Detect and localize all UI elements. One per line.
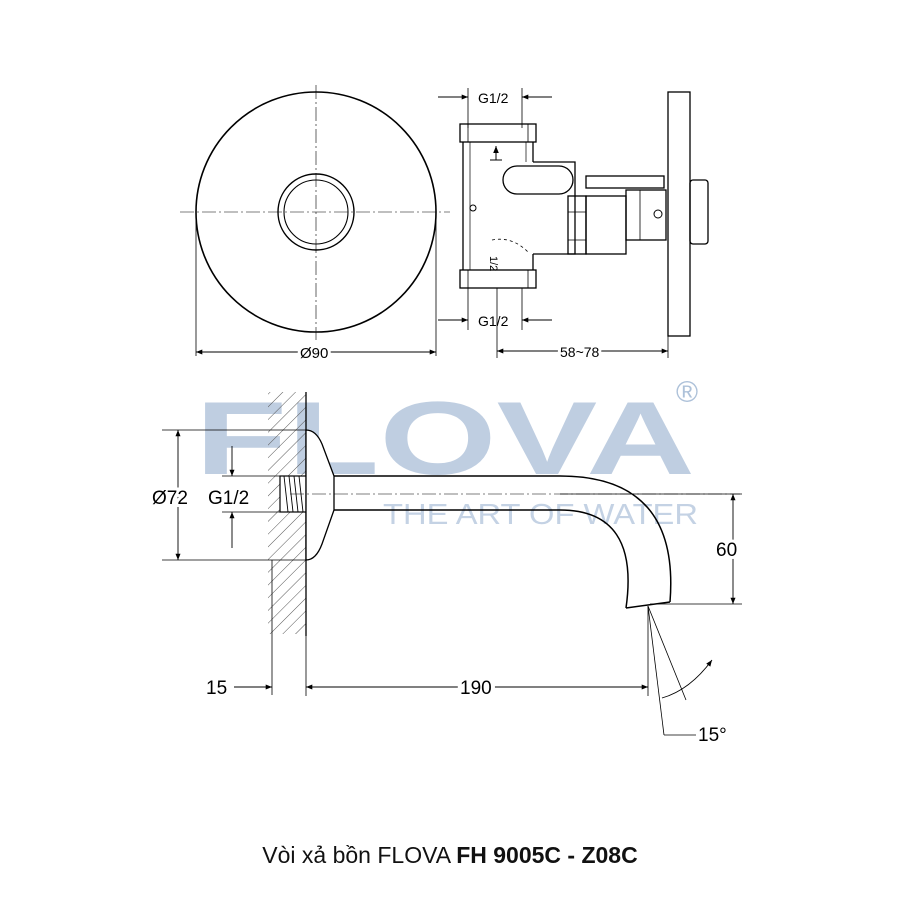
side-cover-plate xyxy=(667,91,691,337)
watermark-tagline: THE ART OF WATER xyxy=(383,499,698,531)
wall-offset-label: 15 xyxy=(206,678,227,699)
valve-body xyxy=(462,142,534,270)
angle-arc xyxy=(661,659,713,699)
side-bottom-port-label: G1/2 xyxy=(478,313,509,329)
caption-model: FH 9005C - Z08C xyxy=(456,842,638,868)
angle-label: 15° xyxy=(698,725,727,746)
upper-fitting xyxy=(459,123,537,143)
handle-knob xyxy=(689,179,709,245)
hex-nut xyxy=(567,195,587,255)
side-depth-label: 58~78 xyxy=(560,344,600,360)
thread-label: G1/2 xyxy=(208,488,249,509)
caption-prefix: Vòi xả bồn FLOVA xyxy=(262,842,457,868)
length-label: 190 xyxy=(460,678,492,699)
flange-diameter-label: Ø72 xyxy=(152,488,188,509)
valve-stem-housing xyxy=(533,161,576,255)
side-view xyxy=(438,88,709,358)
product-caption: Vòi xả bồn FLOVA FH 9005C - Z08C xyxy=(0,842,900,869)
height-label: 60 xyxy=(716,540,737,561)
spout-view xyxy=(162,392,742,736)
side-top-port-label: G1/2 xyxy=(478,90,509,106)
spout-outlet xyxy=(625,601,671,609)
lower-fitting xyxy=(459,269,537,289)
spout-body xyxy=(334,475,672,609)
wall-hatch xyxy=(268,392,306,634)
front-diameter-label: Ø90 xyxy=(300,345,328,362)
valve-mark: 1/2 xyxy=(487,256,499,271)
stem xyxy=(585,175,665,189)
watermark-registered: ® xyxy=(676,376,698,409)
front-view xyxy=(180,85,450,356)
